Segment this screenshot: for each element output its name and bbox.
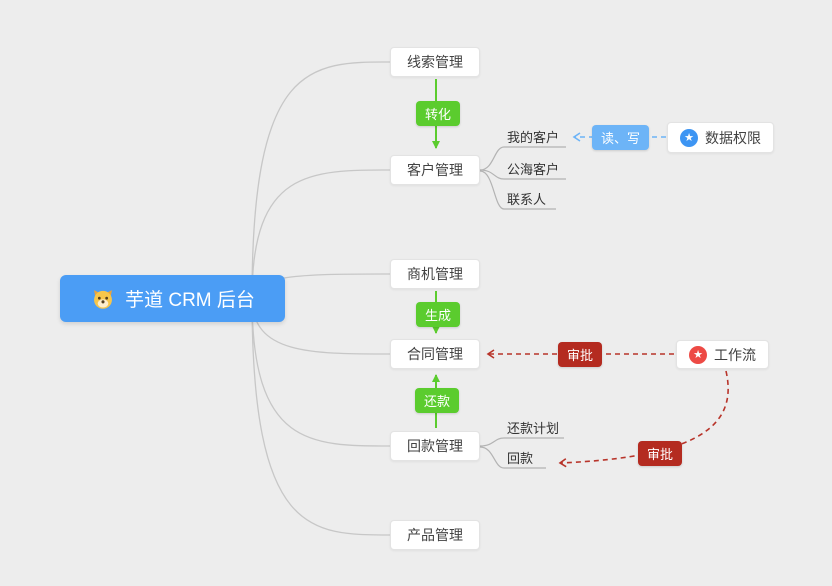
node-opportunity[interactable]: 商机管理 [390,259,480,289]
node-root[interactable]: 芋道 CRM 后台 [60,275,285,322]
root-label: 芋道 CRM 后台 [125,290,255,311]
data-permission-label: 数据权限 [705,129,761,146]
edge-label-repay: 还款 [415,388,460,413]
edge-label-generate: 生成 [416,302,461,327]
edge-label-convert: 转化 [416,101,461,126]
node-receipt[interactable]: 回款 [507,451,534,466]
node-receivable[interactable]: 回款管理 [390,431,480,461]
node-leads[interactable]: 线索管理 [390,47,480,77]
dog-face-icon [90,286,116,312]
node-my-customers[interactable]: 我的客户 [507,130,560,145]
star-icon: ★ [680,128,698,147]
edge-label-approve-contract: 审批 [558,342,603,367]
node-contract[interactable]: 合同管理 [390,339,480,369]
node-workflow[interactable]: ★ 工作流 [676,340,769,369]
edge-label-approve-receipt: 审批 [638,441,683,466]
edge-label-read-write: 读、写 [592,125,650,150]
node-data-permission[interactable]: ★ 数据权限 [667,122,774,153]
node-customers[interactable]: 客户管理 [390,155,480,185]
node-product[interactable]: 产品管理 [390,520,480,550]
star-icon: ★ [689,345,707,364]
node-contacts[interactable]: 联系人 [507,192,547,207]
node-open-sea[interactable]: 公海客户 [507,162,560,177]
node-repay-plan[interactable]: 还款计划 [507,421,560,436]
workflow-label: 工作流 [714,346,756,363]
workflow-approve-receipt-arrow [558,370,729,468]
child-connectors [479,146,566,469]
